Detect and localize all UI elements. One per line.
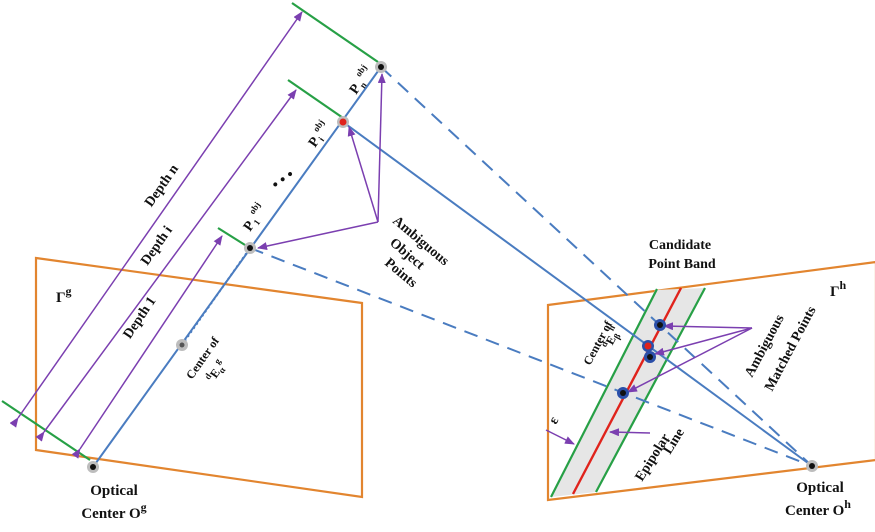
ambiguous-object-arrow-pi (347, 126, 379, 223)
epipolar-label-2: Line (661, 426, 688, 457)
p1-label: P1obj (238, 200, 271, 235)
depth-i-arrow (35, 89, 297, 442)
ray-pi-to-right (342, 121, 813, 467)
optical-center-left-label: Optical (90, 483, 138, 499)
center-ed-alpha-point (176, 339, 188, 351)
matched-point-2 (644, 351, 656, 363)
ray-p1-to-right (249, 247, 813, 467)
matched-point-3 (617, 387, 629, 399)
point-pi (337, 116, 349, 128)
point-pn (375, 61, 387, 73)
depth-n-label: Depth n (142, 162, 182, 210)
depth-1-arrow (71, 235, 223, 459)
depth-n-arrow (9, 11, 303, 428)
ambiguous-matched-arrow-3 (627, 327, 753, 393)
matched-point-center (642, 340, 654, 352)
image-plane-right (546, 261, 875, 502)
optical-center-right-label: Optical (796, 480, 844, 496)
optical-center-right-point (806, 460, 818, 472)
band-edge-left (550, 288, 658, 498)
ambiguous-object-arrow-p1 (257, 221, 379, 251)
epipolar-arrow (609, 428, 651, 437)
matched-point-1 (654, 319, 666, 331)
point-p1 (244, 242, 256, 254)
depth-line-n (291, 2, 379, 63)
optical-center-left-label-2: Center Og (81, 500, 146, 522)
ambiguous-object-arrow-pn (377, 73, 386, 223)
ray-pn-to-right (380, 66, 813, 467)
pi-label: Piobj (303, 118, 335, 151)
optical-center-right-label-2: Center Oh (785, 497, 851, 519)
band-edge-right (595, 287, 706, 493)
gamma-right-label: Γh (830, 278, 847, 300)
candidate-band-label-1: Candidate (649, 238, 711, 253)
ambiguous-matched-arrow-2 (654, 327, 753, 356)
gamma-left-label: Γg (56, 284, 72, 306)
ambiguous-matched-arrow-1 (663, 322, 753, 331)
candidate-band-label-2: Point Band (648, 257, 716, 272)
center-of-right-symbol: dEβh (598, 323, 625, 352)
optical-center-left-point (87, 461, 99, 473)
center-of-left-symbol: dEαg (202, 356, 231, 386)
depth-line-i (287, 79, 347, 121)
epsilon-arrow (545, 429, 575, 445)
